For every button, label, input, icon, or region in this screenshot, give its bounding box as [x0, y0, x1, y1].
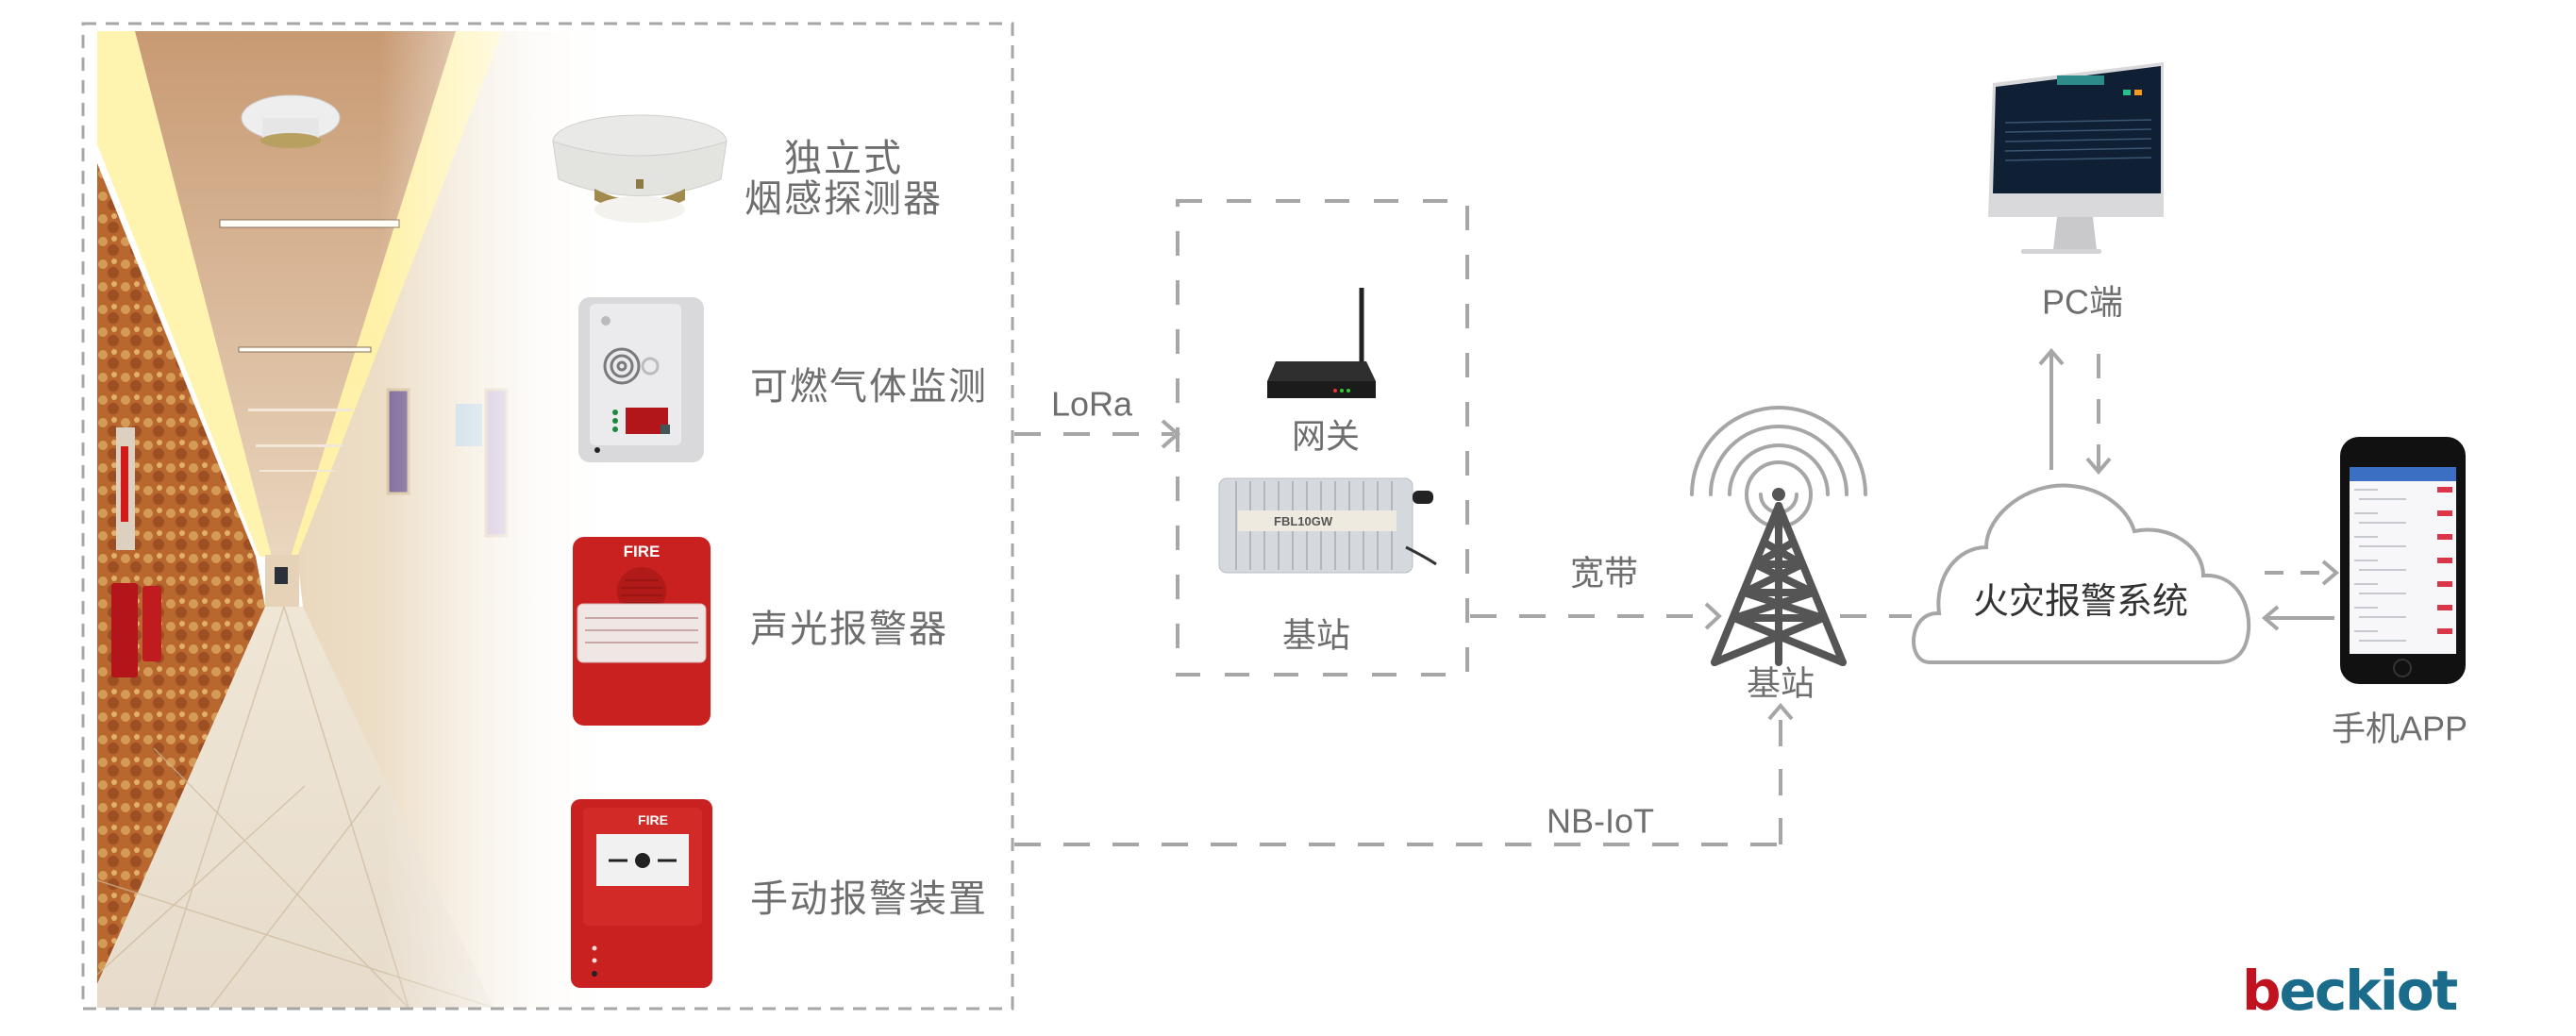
base-station-model: FBL10GW [1274, 514, 1333, 528]
gateway-label: 网关 [1291, 417, 1361, 457]
base-station-image: FBL10GW [1218, 477, 1437, 574]
callpoint-fire-badge: FIRE [638, 812, 668, 827]
manual-call-point-label: 手动报警装置 [750, 877, 988, 921]
pc-to-cloud-arrowhead [2085, 457, 2112, 476]
logo-letter-b: b [2242, 959, 2282, 1023]
alarm-fire-badge: FIRE [624, 543, 661, 560]
gateway-router-image [1267, 288, 1376, 398]
corridor-photo [97, 31, 607, 1008]
pc-monitor-image [1988, 62, 2164, 254]
manual-call-point-image: FIRE [571, 799, 712, 988]
logo-text: eckiot [2279, 959, 2459, 1023]
gas-detector-label: 可燃气体监测 [750, 365, 988, 409]
smoke-detector-label-line2: 烟感探测器 [744, 177, 943, 221]
cloud-system-label: 火灾报警系统 [1972, 580, 2189, 623]
base-station-label: 基站 [1281, 616, 1351, 656]
gateway-group-border [1176, 199, 1469, 677]
lora-label: LoRa [1050, 384, 1133, 424]
smoke-detector-image [552, 114, 728, 223]
app-client-label: 手机APP [2331, 709, 2468, 748]
cloud-to-app-arrowhead [2321, 560, 2340, 586]
cloud-to-pc-arrowhead [2038, 347, 2065, 366]
broadband-arrowhead [1704, 602, 1722, 630]
sound-light-alarm-label: 声光报警器 [750, 608, 948, 651]
broadband-label: 宽带 [1569, 554, 1639, 593]
sound-light-alarm-image: FIRE [573, 537, 711, 726]
cell-tower-icon [1690, 406, 1867, 666]
devices-panel-border [81, 22, 1014, 1011]
beckiot-logo: beckiot [2242, 963, 2458, 1018]
app-to-cloud-arrowhead [2261, 605, 2280, 631]
phone-image [2340, 437, 2466, 684]
photo-fade-overlay [380, 31, 607, 1008]
nbiot-label: NB-IoT [1546, 801, 1655, 841]
gas-detector-image [578, 297, 704, 462]
tower-label: 基站 [1746, 664, 1815, 704]
smoke-detector-label-line1: 独立式 [784, 137, 903, 180]
cloud-shape [1912, 483, 2251, 664]
pc-client-label: PC端 [2041, 282, 2124, 322]
nbiot-arrowhead [1767, 702, 1794, 721]
lora-arrowhead [1161, 419, 1181, 449]
